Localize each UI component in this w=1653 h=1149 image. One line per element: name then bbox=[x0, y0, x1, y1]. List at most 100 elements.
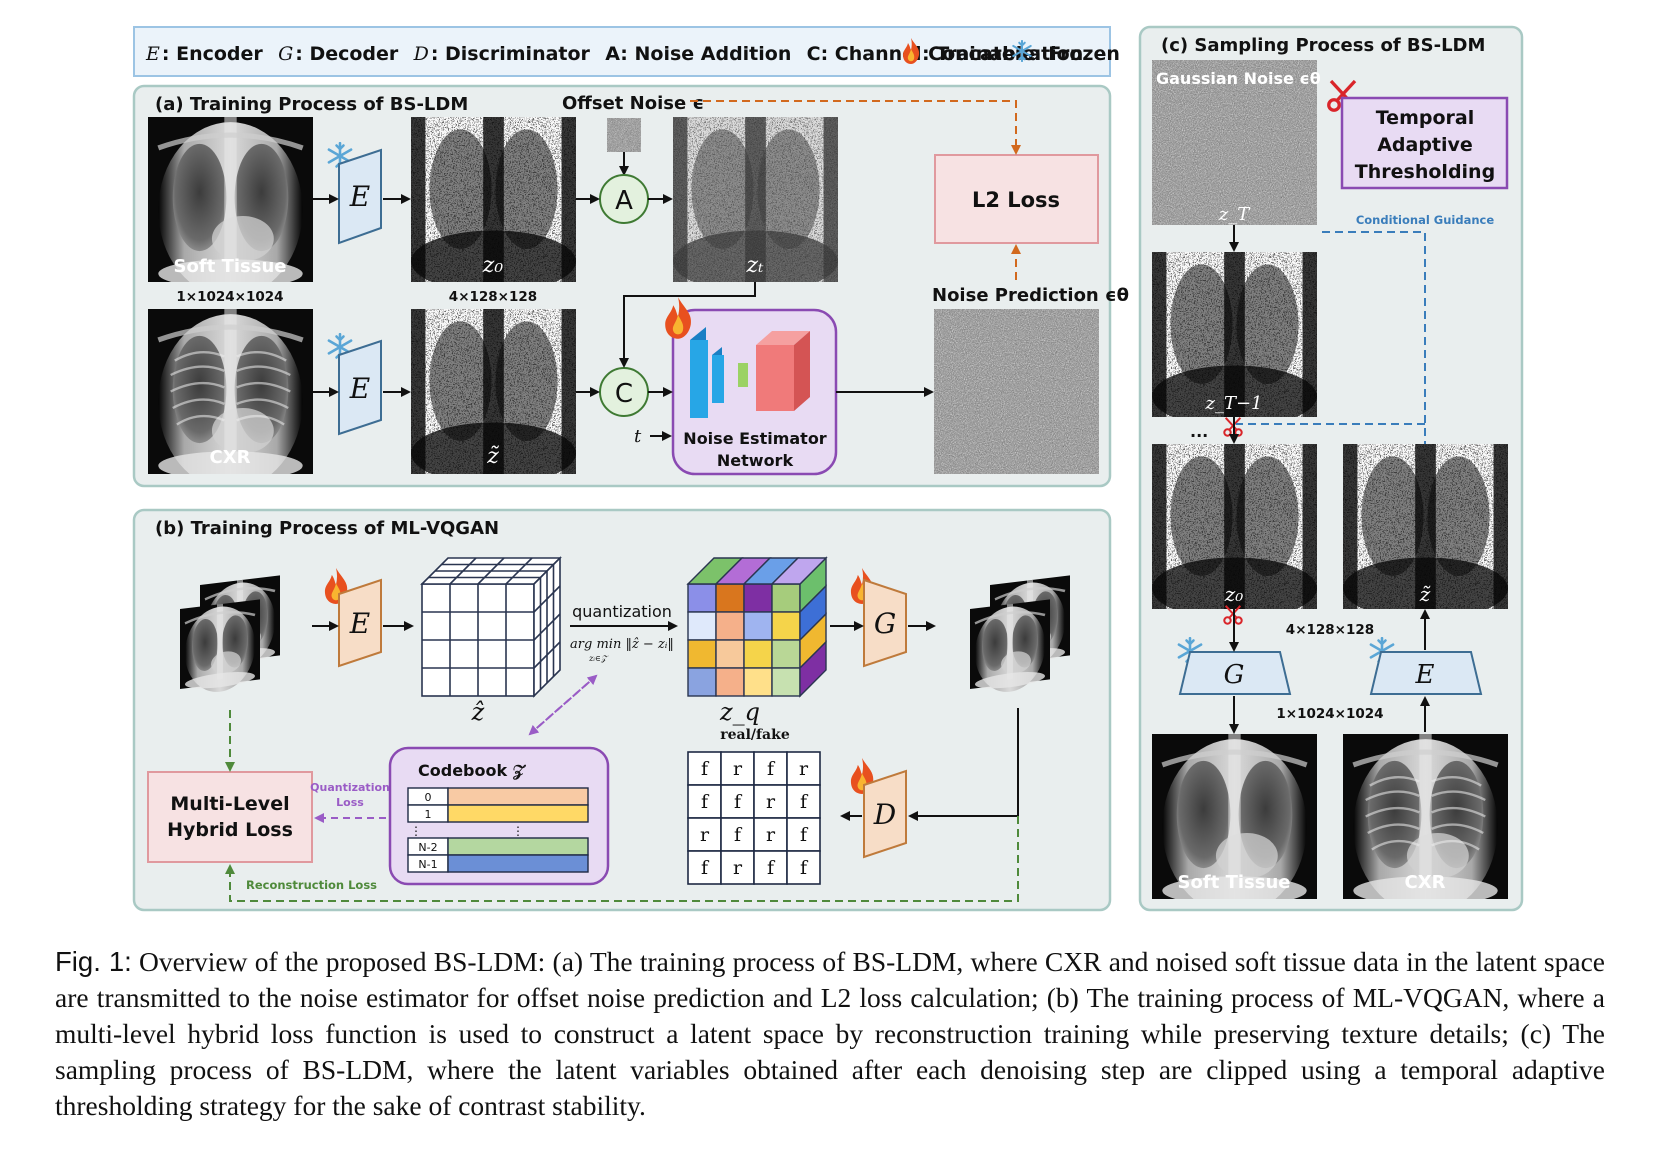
unet-icon bbox=[690, 327, 810, 418]
quantization-label: quantization bbox=[572, 602, 672, 621]
discriminator-block bbox=[863, 769, 907, 859]
real-fake-value: f bbox=[734, 824, 743, 846]
concat-symbol: C bbox=[615, 379, 633, 409]
quantized-cube bbox=[686, 556, 828, 698]
codebook-row-n2: N-2 bbox=[418, 841, 437, 854]
real-fake-cell bbox=[753, 817, 788, 852]
zt-label: zₜ bbox=[745, 253, 764, 278]
quantized-cell bbox=[771, 639, 801, 669]
codebook-row-1: 1 bbox=[425, 808, 432, 821]
zhat-label: ẑ bbox=[471, 698, 485, 726]
real-fake-cell bbox=[786, 751, 821, 786]
legend-trainable: : Trainable bbox=[922, 43, 1035, 65]
real-fake-value: f bbox=[701, 758, 710, 780]
svg-text:E: Encoder G: Decoder: E: Encoder G: Decoder D: Discriminator A… bbox=[145, 43, 1083, 65]
quantized-cell bbox=[770, 557, 828, 585]
quantized-cell bbox=[743, 667, 773, 697]
sampling-encoder-symbol: E bbox=[1415, 660, 1435, 690]
quantized-cell bbox=[771, 611, 801, 641]
offset-noise-label: Offset Noise ϵ bbox=[562, 93, 704, 114]
caption-label: Fig. 1: bbox=[55, 946, 132, 977]
quantized-cell bbox=[715, 611, 745, 641]
legend-noise-addition: A: Noise Addition bbox=[605, 43, 791, 65]
real-fake-value: r bbox=[766, 791, 776, 813]
z0-label: z₀ bbox=[482, 253, 504, 278]
real-fake-value: r bbox=[766, 824, 776, 846]
codebook-row-n1: N-1 bbox=[418, 858, 437, 871]
offset-noise-patch bbox=[607, 118, 641, 152]
image-dim-sample-label: 1×1024×1024 bbox=[1276, 706, 1383, 722]
encoder-symbol: E bbox=[349, 372, 370, 405]
figure-caption: Fig. 1: Overview of the proposed BS-LDM:… bbox=[55, 944, 1605, 1124]
tat-label-2: Adaptive bbox=[1377, 134, 1473, 156]
quantized-cell bbox=[687, 667, 717, 697]
real-fake-cell bbox=[720, 751, 755, 786]
real-fake-value: f bbox=[800, 824, 809, 846]
argmin-label: arg min ‖ẑ − zᵢ‖ bbox=[570, 637, 674, 652]
legend-channel-concat: C: Channel Concatenation bbox=[807, 43, 1084, 65]
sampling-encoder-block bbox=[1369, 651, 1483, 695]
vq-decoder-block bbox=[863, 578, 907, 668]
temporal-adaptive-thresholding-box bbox=[1340, 96, 1509, 190]
panel-b: (b) Training Process of ML-VQGAN E ẑ bbox=[132, 508, 1112, 912]
caption-text: Overview of the proposed BS-LDM: (a) The… bbox=[55, 946, 1606, 1121]
real-fake-label: real/fake bbox=[720, 727, 790, 743]
noise-estimator-label: Noise Estimator bbox=[683, 429, 827, 448]
real-fake-value: r bbox=[700, 824, 710, 846]
vq-encoder-symbol: E bbox=[349, 607, 370, 640]
quantized-cell bbox=[743, 639, 773, 669]
legend-encoder-symbol: E bbox=[145, 43, 160, 65]
quantized-cell bbox=[715, 583, 745, 613]
real-fake-value: f bbox=[767, 758, 776, 780]
ztilde-sample-label: z̃ bbox=[1419, 582, 1431, 606]
real-fake-value: r bbox=[733, 758, 743, 780]
conditional-guidance-label: Conditional Guidance bbox=[1356, 213, 1494, 227]
multi-level-label: Multi-Level bbox=[170, 793, 289, 815]
codebook-dots: ⋮ bbox=[512, 824, 524, 838]
real-fake-value: f bbox=[701, 857, 710, 879]
panel-c: (c) Sampling Process of BS-LDM Gaussian … bbox=[1138, 25, 1524, 912]
quantized-cell bbox=[799, 640, 827, 698]
quantized-cell bbox=[743, 583, 773, 613]
real-fake-cell bbox=[786, 850, 821, 885]
codebook-label: Codebook 𝒵 bbox=[418, 761, 527, 781]
output-soft-tissue-label: Soft Tissue bbox=[1178, 872, 1291, 893]
latent-dim-sample-label: 4×128×128 bbox=[1286, 622, 1374, 638]
soft-tissue-label: Soft Tissue bbox=[174, 256, 287, 277]
real-fake-value: f bbox=[767, 857, 776, 879]
real-fake-cell bbox=[687, 784, 722, 819]
sampling-decoder-symbol: G bbox=[1224, 660, 1245, 690]
codebook-row-0: 0 bbox=[425, 791, 432, 804]
quantized-cell bbox=[771, 583, 801, 613]
vq-decoder-symbol: G bbox=[874, 607, 896, 640]
sampling-decoder-block bbox=[1178, 651, 1292, 695]
argmin-subscript: zᵢ∈𝒵 bbox=[588, 654, 609, 663]
real-fake-value: r bbox=[733, 857, 743, 879]
tat-label-3: Thresholding bbox=[1355, 161, 1495, 183]
legend-discriminator-symbol: D bbox=[413, 43, 429, 65]
quantized-cell bbox=[715, 667, 745, 697]
network-label: Network bbox=[717, 451, 794, 470]
gaussian-noise-label: Gaussian Noise ϵθ bbox=[1156, 69, 1321, 88]
quantized-cell bbox=[715, 639, 745, 669]
quantized-cell bbox=[771, 667, 801, 697]
encoder-block bbox=[338, 148, 382, 245]
noise-prediction-image bbox=[934, 309, 1099, 474]
image-dim-label: 1×1024×1024 bbox=[176, 289, 283, 305]
zT1-label: z_T−1 bbox=[1204, 393, 1262, 414]
hybrid-loss-label: Hybrid Loss bbox=[167, 819, 293, 841]
real-fake-cell bbox=[753, 784, 788, 819]
real-fake-value: f bbox=[800, 791, 809, 813]
codebook-table bbox=[407, 787, 589, 873]
real-fake-cell bbox=[753, 751, 788, 786]
latent-grid-cube bbox=[420, 556, 562, 698]
zT-label: z_T bbox=[1218, 204, 1251, 225]
legend-frozen: : Frozen bbox=[1034, 43, 1120, 65]
cxr-label: CXR bbox=[210, 447, 251, 468]
panel-c-title: (c) Sampling Process of BS-LDM bbox=[1161, 35, 1485, 56]
tat-label-1: Temporal bbox=[1376, 107, 1474, 129]
l2-loss-box bbox=[934, 154, 1099, 244]
quantized-cell bbox=[743, 611, 773, 641]
noise-prediction-label: Noise Prediction ϵθ bbox=[932, 285, 1129, 306]
